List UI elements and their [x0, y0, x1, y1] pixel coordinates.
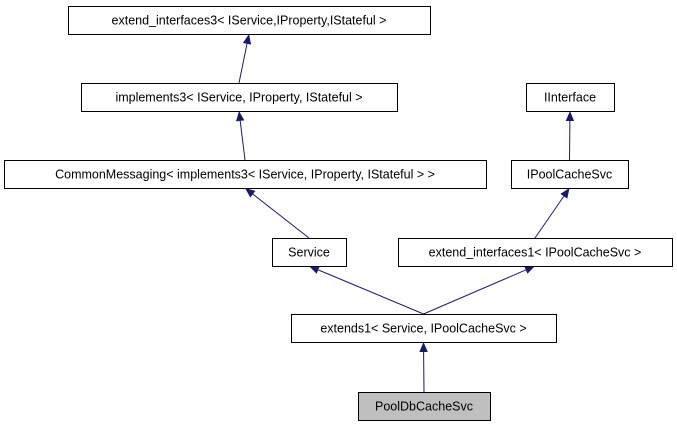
edge-line	[534, 195, 565, 239]
node-implements3[interactable]: implements3< IService, IProperty, IState…	[81, 83, 398, 112]
edge-arrowhead-icon	[560, 188, 570, 199]
node-IInterface[interactable]: IInterface	[526, 83, 615, 112]
inheritance-edge	[238, 34, 252, 84]
node-box[interactable]	[81, 83, 398, 112]
inheritance-edge	[245, 188, 310, 239]
edge-arrowhead-icon	[419, 342, 428, 353]
inheritance-edge	[534, 188, 570, 239]
edge-arrowhead-icon	[565, 111, 575, 122]
inheritance-edge	[236, 111, 246, 161]
inheritance-edge	[419, 342, 428, 393]
node-box[interactable]	[526, 83, 615, 112]
node-box[interactable]	[511, 160, 629, 189]
edge-arrowhead-icon	[309, 265, 320, 274]
edge-line	[423, 269, 527, 315]
node-box[interactable]	[68, 6, 431, 35]
edge-arrowhead-icon	[524, 266, 535, 274]
edge-line	[239, 120, 246, 161]
node-extends1[interactable]: extends1< Service, IPoolCacheSvc >	[291, 314, 557, 343]
node-label: extends1< Service, IPoolCacheSvc >	[320, 321, 526, 335]
node-label: extend_interfaces3< IService,IProperty,I…	[112, 13, 387, 27]
node-CommonMessaging[interactable]: CommonMessaging< implements3< IService, …	[4, 160, 487, 189]
node-label: extend_interfaces1< IPoolCacheSvc >	[429, 245, 642, 259]
node-label: IPoolCacheSvc	[527, 167, 612, 181]
node-label: CommonMessaging< implements3< IService, …	[55, 167, 435, 181]
node-label: IInterface	[544, 90, 596, 104]
node-box[interactable]	[291, 314, 557, 343]
edge-arrowhead-icon	[242, 34, 252, 45]
node-box[interactable]	[4, 160, 487, 189]
node-extend_interfaces1[interactable]: extend_interfaces1< IPoolCacheSvc >	[398, 238, 673, 267]
node-label: implements3< IService, IProperty, IState…	[115, 90, 362, 104]
node-box[interactable]	[358, 392, 491, 421]
node-label: Service	[288, 245, 330, 259]
node-box[interactable]	[272, 238, 347, 267]
edge-line	[252, 193, 310, 239]
edges-layer	[236, 34, 575, 393]
inheritance-edge	[423, 266, 535, 315]
edge-line	[318, 269, 424, 315]
node-PoolDbCacheSvc[interactable]: PoolDbCacheSvc	[358, 392, 491, 421]
node-box[interactable]	[398, 238, 673, 267]
nodes-layer: extend_interfaces3< IService,IProperty,I…	[4, 6, 673, 421]
node-extend_interfaces3[interactable]: extend_interfaces3< IService,IProperty,I…	[68, 6, 431, 35]
node-IPoolCacheSvc[interactable]: IPoolCacheSvc	[511, 160, 629, 189]
inheritance-edge	[309, 265, 424, 315]
node-Service[interactable]: Service	[272, 238, 347, 267]
node-label: PoolDbCacheSvc	[375, 399, 473, 413]
inheritance-edge	[565, 111, 575, 161]
edge-arrowhead-icon	[245, 188, 256, 198]
edge-line	[238, 43, 248, 84]
edge-arrowhead-icon	[236, 111, 245, 122]
